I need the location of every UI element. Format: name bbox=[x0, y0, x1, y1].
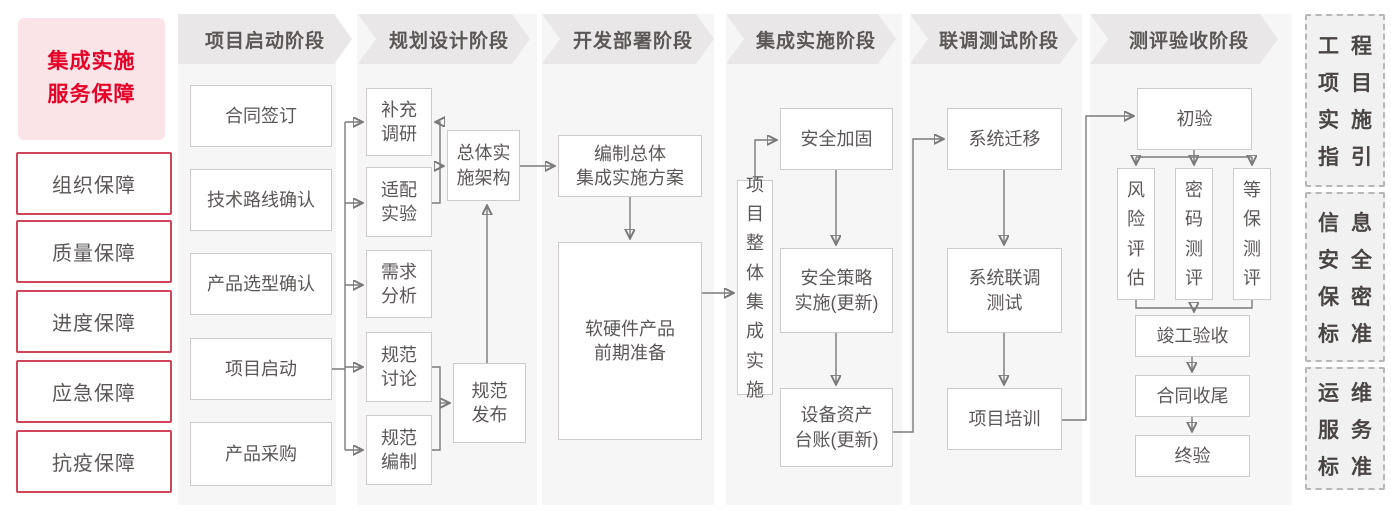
standard-project-implementation-guide: 工程项目实施指引 bbox=[1305, 14, 1385, 187]
node-initial-acceptance: 初验 bbox=[1137, 88, 1252, 150]
sidebar-item-quality-guarantee: 质量保障 bbox=[16, 220, 172, 283]
node-overall-project-integration: 项目整体集成实施 bbox=[737, 175, 773, 400]
node-risk-assessment: 风险评估 bbox=[1117, 168, 1155, 300]
phase-header-develop-deploy: 开发部署阶段 bbox=[542, 14, 714, 64]
sidebar-item-organization-guarantee: 组织保障 bbox=[16, 152, 172, 215]
node-system-migration: 系统迁移 bbox=[947, 108, 1062, 170]
phase-header-joint-debugging-test: 联调测试阶段 bbox=[910, 14, 1078, 64]
node-security-policy-implementation: 安全策略 实施(更新) bbox=[780, 248, 893, 333]
node-product-selection-confirmation: 产品选型确认 bbox=[190, 253, 332, 315]
node-contract-signing: 合同签订 bbox=[190, 85, 332, 147]
node-product-procurement: 产品采购 bbox=[190, 422, 332, 486]
phase-header-evaluation-acceptance: 测评验收阶段 bbox=[1090, 14, 1278, 64]
node-equipment-asset-ledger: 设备资产 台账(更新) bbox=[780, 388, 893, 467]
node-final-acceptance: 终验 bbox=[1135, 435, 1250, 477]
standard-om-service: 运维服务标准 bbox=[1305, 367, 1385, 490]
sidebar-title: 集成实施 服务保障 bbox=[18, 18, 165, 140]
node-system-joint-debugging-test: 系统联调 测试 bbox=[947, 248, 1062, 333]
node-requirements-analysis: 需求 分析 bbox=[366, 250, 432, 318]
node-security-hardening: 安全加固 bbox=[780, 108, 893, 170]
sidebar-item-emergency-guarantee: 应急保障 bbox=[16, 360, 172, 423]
sidebar-item-schedule-guarantee: 进度保障 bbox=[16, 290, 172, 353]
node-adaptation-testing: 适配 实验 bbox=[366, 167, 432, 237]
node-spec-release: 规范 发布 bbox=[453, 363, 526, 443]
node-tech-route-confirmation: 技术路线确认 bbox=[190, 169, 332, 231]
node-cryptography-evaluation: 密码测评 bbox=[1175, 168, 1213, 300]
node-project-kickoff: 项目启动 bbox=[190, 338, 332, 400]
phase-header-project-kickoff: 项目启动阶段 bbox=[178, 14, 352, 64]
node-spec-drafting: 规范 编制 bbox=[366, 415, 432, 485]
phase-header-integration-implementation: 集成实施阶段 bbox=[726, 14, 896, 64]
standard-info-security-confidentiality: 信息安全保密标准 bbox=[1305, 192, 1385, 362]
node-project-training: 项目培训 bbox=[947, 388, 1062, 450]
phase-header-planning-design: 规划设计阶段 bbox=[358, 14, 530, 64]
sidebar-item-epidemic-guarantee: 抗疫保障 bbox=[16, 430, 172, 493]
node-completion-acceptance: 竣工验收 bbox=[1135, 315, 1250, 357]
node-contract-closure: 合同收尾 bbox=[1135, 375, 1250, 417]
node-spec-discussion: 规范 讨论 bbox=[366, 332, 432, 402]
node-classified-protection-evaluation: 等保测评 bbox=[1233, 168, 1271, 300]
node-overall-implementation-architecture: 总体实 施架构 bbox=[447, 130, 520, 201]
node-hardware-software-preparation: 软硬件产品 前期准备 bbox=[558, 242, 702, 440]
node-supplementary-research: 补充 调研 bbox=[366, 88, 432, 156]
node-overall-integration-plan: 编制总体 集成实施方案 bbox=[558, 135, 702, 197]
